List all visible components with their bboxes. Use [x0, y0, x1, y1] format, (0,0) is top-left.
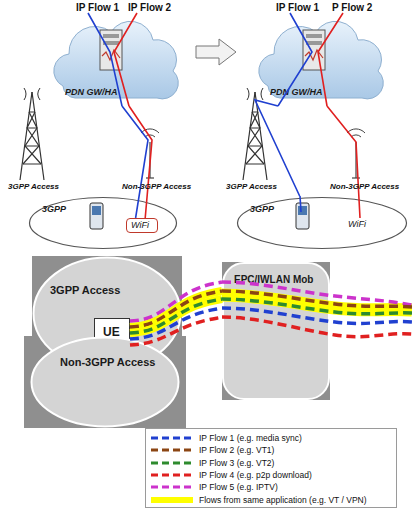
- server-icon: [303, 30, 325, 70]
- transition-arrow: [196, 39, 236, 65]
- flow-line: [278, 13, 312, 106]
- legend-row: IP Flow 4 (e.g. p2p download): [150, 469, 392, 481]
- flow-connector: [130, 282, 222, 321]
- ellipse-shape: [238, 198, 407, 249]
- legend-swatch: [150, 471, 194, 479]
- flow-label: Non-3GPP Access: [330, 183, 399, 192]
- flow-line: [114, 13, 137, 106]
- legend-line: [151, 474, 193, 477]
- flow-path: [327, 106, 360, 218]
- node-text: 3GPP: [250, 205, 274, 215]
- flow-path: [130, 308, 222, 339]
- node-text: EPC/IWLAN Mob: [234, 274, 313, 285]
- flow-line: [318, 13, 343, 106]
- node-text: PDN GW/HA: [270, 88, 323, 98]
- connector-layer: [122, 100, 360, 345]
- flow-continuation: [222, 282, 412, 337]
- flow-label: IP Flow 1: [276, 2, 319, 13]
- legend-swatch: [150, 434, 194, 442]
- legend-swatch: [150, 483, 194, 491]
- flow-line: [300, 196, 301, 212]
- legend-text: IP Flow 5 (e.g. IPTV): [199, 482, 278, 492]
- legend-line: [151, 486, 193, 489]
- legend-text: Flows from same application (e.g. VT / V…: [199, 495, 367, 505]
- flow-label: P Flow 2: [332, 2, 372, 13]
- legend-line: [151, 437, 193, 440]
- flow-path: [130, 317, 222, 345]
- wifi-box: WiFi: [126, 218, 158, 233]
- flow-connector: [129, 106, 152, 218]
- same-app-band: [130, 291, 222, 327]
- flow-path: [129, 106, 152, 218]
- flow-connector: [130, 308, 222, 339]
- legend-line: [151, 449, 193, 452]
- legend-line: [151, 497, 193, 503]
- legend-text: IP Flow 4 (e.g. p2p download): [199, 470, 312, 480]
- core-box: EPC/IWLAN Mob: [222, 262, 330, 400]
- node-text: Non-3GPP Access: [60, 356, 155, 368]
- legend-text: IP Flow 3 (e.g. VT2): [199, 458, 274, 468]
- flow-label: Non-3GPP Access: [122, 183, 191, 192]
- wifi-antenna: [141, 129, 159, 178]
- same-app-band: [130, 299, 222, 333]
- phone-icon: [296, 203, 309, 229]
- flow-path: [130, 299, 222, 333]
- wifi-box: WiFi: [344, 218, 376, 233]
- legend-text: IP Flow 2 (e.g. VT1): [199, 445, 274, 455]
- flow-connector: [255, 100, 300, 196]
- wifi-antenna: [347, 129, 365, 178]
- legend-swatch: [150, 446, 194, 454]
- flow-connector: [122, 106, 148, 218]
- legend-row: IP Flow 1 (e.g. media sync): [150, 432, 392, 444]
- ellipse-outline: [30, 336, 180, 428]
- flow-path: [122, 106, 148, 218]
- ellipse-shape: [32, 338, 179, 427]
- flow-path: [255, 100, 300, 196]
- cloud-shape: [259, 21, 383, 99]
- node-text: WiFi: [131, 221, 149, 231]
- legend-swatch: [150, 496, 194, 504]
- flow-label: 3GPP Access: [226, 183, 277, 192]
- cell-tower: [243, 88, 267, 180]
- legend-row: IP Flow 3 (e.g. VT2): [150, 457, 392, 469]
- ellipse-shape: [30, 198, 177, 249]
- node-text: PDN GW/HA: [65, 88, 118, 98]
- flow-connector: [130, 299, 222, 333]
- flow-label: 3GPP Access: [8, 183, 59, 192]
- terminal-area-ellipse: 3GPP WiFi: [236, 196, 408, 250]
- node-text: WiFi: [348, 220, 366, 230]
- flow-label: IP Flow 2: [128, 2, 171, 13]
- terminal-area-ellipse: 3GPP WiFi: [28, 196, 178, 250]
- same-app-band: [222, 295, 412, 310]
- legend-swatch: [150, 459, 194, 467]
- legend-row: Flows from same application (e.g. VT / V…: [150, 493, 392, 505]
- cloud-shape: [54, 21, 178, 99]
- flow-label: IP Flow 1: [76, 2, 119, 13]
- cell-tower: [20, 88, 44, 180]
- core-backing: [222, 262, 330, 400]
- node-text: 3GPP Access: [50, 284, 120, 296]
- legend-row: IP Flow 2 (e.g. VT1): [150, 444, 392, 456]
- legend-box: IP Flow 1 (e.g. media sync) IP Flow 2 (e.…: [145, 428, 397, 508]
- legend-line: [151, 461, 193, 464]
- flow-connector: [130, 317, 222, 345]
- pdn-cloud: PDN GW/HA: [45, 16, 185, 106]
- flow-line: [88, 13, 122, 106]
- flow-connector: [130, 291, 222, 327]
- legend-text: IP Flow 1 (e.g. media sync): [199, 433, 302, 443]
- flow-path: [130, 291, 222, 327]
- server-icon: [100, 30, 122, 70]
- legend-row: IP Flow 5 (e.g. IPTV): [150, 481, 392, 493]
- node-text: 3GPP: [42, 205, 66, 215]
- flow-path: [130, 282, 222, 321]
- flow-connector: [327, 106, 360, 218]
- pdn-cloud: PDN GW/HA: [250, 16, 390, 106]
- phone-icon: [90, 203, 103, 229]
- access-ellipse: Non-3GPP Access: [30, 336, 180, 428]
